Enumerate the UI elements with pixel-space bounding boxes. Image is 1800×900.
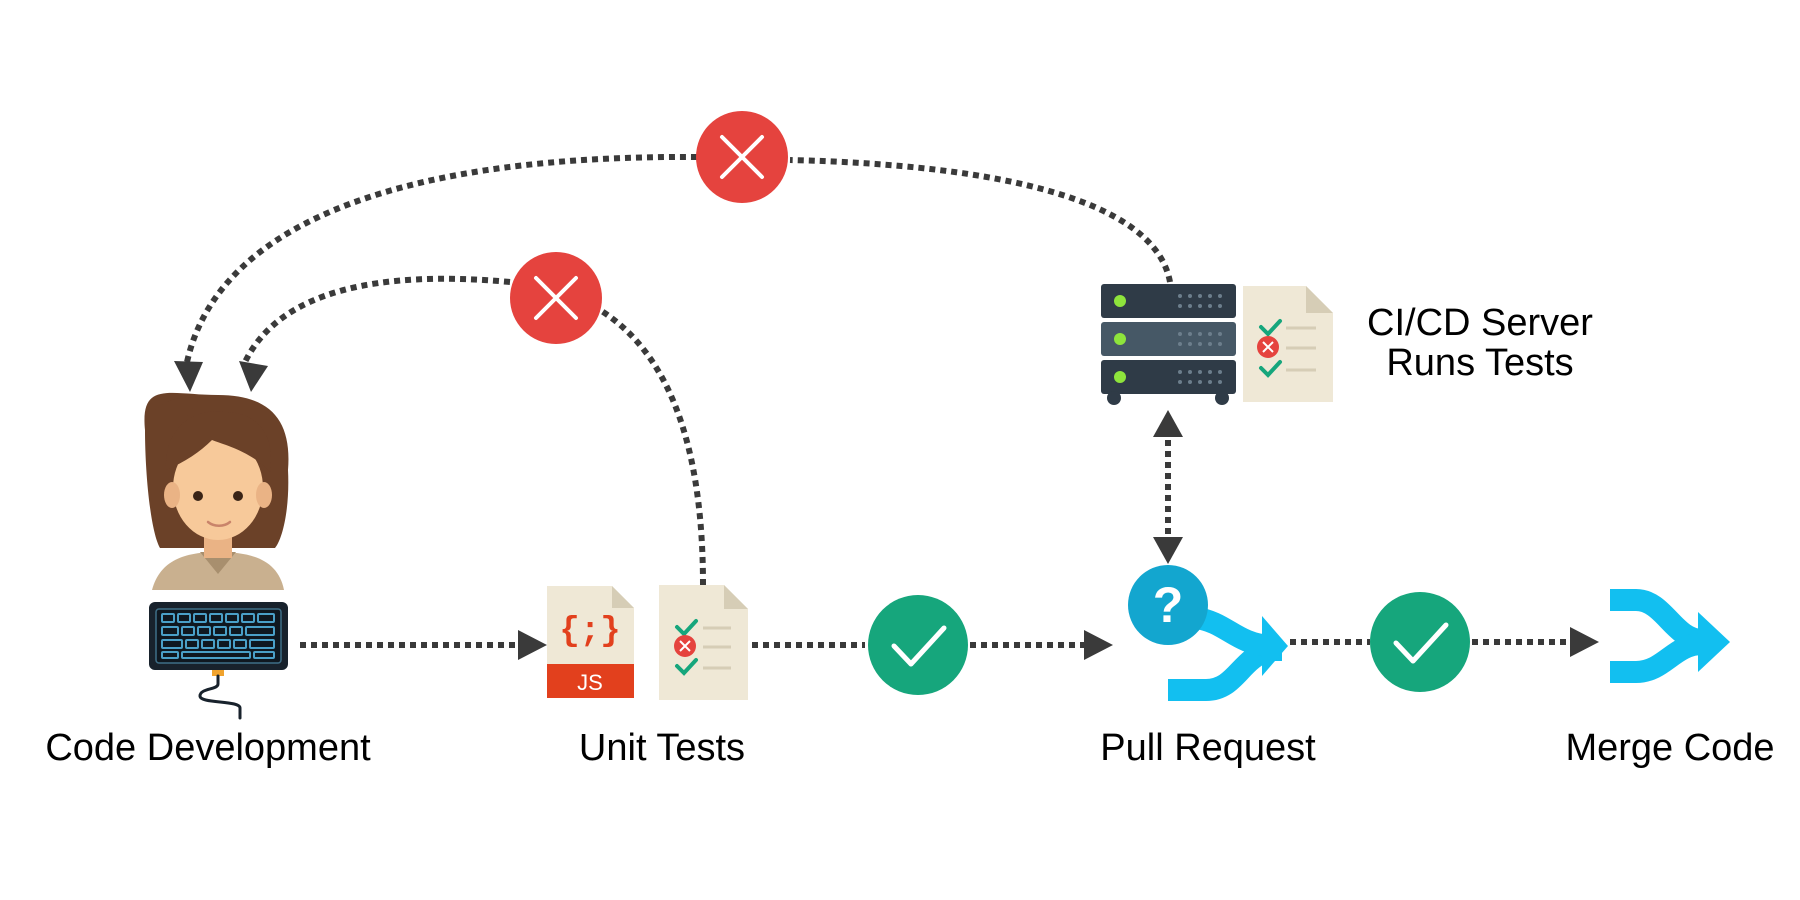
arrowhead-developer-left: [174, 361, 203, 392]
pull-request-label: Pull Request: [1100, 727, 1316, 769]
merge-icon: [1610, 589, 1730, 683]
fail-loop-unit-tests-return: [242, 275, 511, 364]
pass-badge-unit-tests: [868, 595, 968, 695]
arrowhead-developer-right: [239, 361, 268, 392]
js-file-icon: {;} JS: [547, 586, 634, 698]
fail-loop-ci-server: [789, 157, 1173, 283]
fail-loop-ci-server-return: [184, 153, 698, 363]
ci-server-label-line1: CI/CD Server: [1367, 302, 1593, 344]
pass-badge-pull-request: [1370, 592, 1470, 692]
server-rack-icon: [1101, 284, 1236, 405]
test-report-icon: [659, 585, 748, 700]
merge-code-label: Merge Code: [1565, 727, 1774, 769]
pull-request-icon: ?: [1128, 565, 1288, 701]
js-file-braces: {;}: [559, 613, 620, 651]
fail-loop-unit-tests: [598, 307, 706, 586]
arrowhead-merge-code: [1570, 627, 1599, 657]
arrowheads: [174, 361, 1599, 660]
ci-server-label-line2: Runs Tests: [1386, 342, 1573, 384]
keyboard-icon: [149, 602, 288, 720]
fail-badge-unit-tests: [510, 252, 602, 344]
unit-tests-label: Unit Tests: [579, 727, 745, 769]
arrowhead-server-up: [1153, 410, 1183, 437]
arrowhead-pull-request: [1084, 630, 1113, 660]
ci-test-report-icon: [1243, 286, 1333, 402]
pull-request-question-icon: ?: [1153, 577, 1184, 633]
developer-icon: [144, 392, 289, 590]
fail-badge-ci-server: [696, 111, 788, 203]
arrowhead-server-down: [1153, 537, 1183, 564]
code-development-label: Code Development: [45, 727, 371, 769]
js-file-tag: JS: [577, 670, 603, 695]
connectors: [184, 153, 1570, 648]
arrowhead-unit-tests: [518, 630, 547, 660]
